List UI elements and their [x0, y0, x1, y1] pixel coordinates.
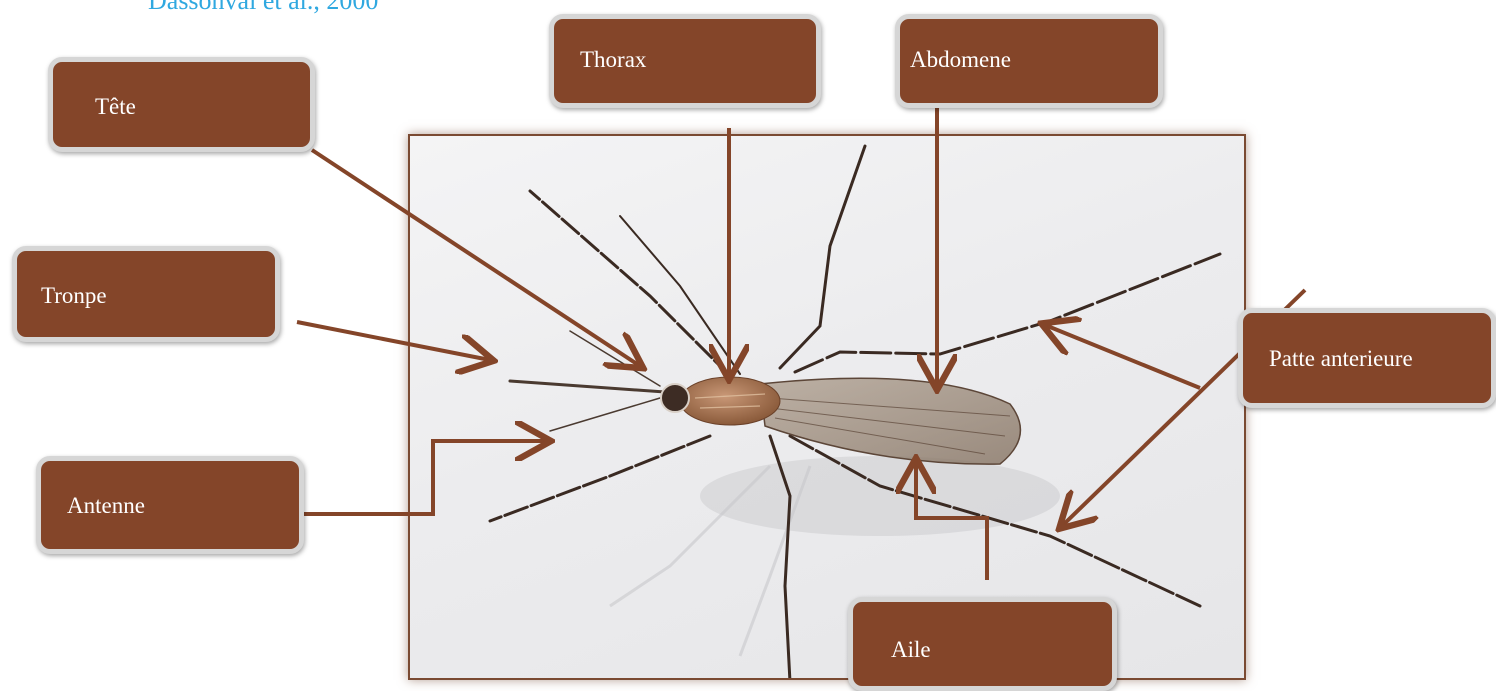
label-patte-anterieure: Patte anterieure [1238, 308, 1496, 408]
label-aile: Aile [848, 597, 1117, 691]
mosquito-photo [408, 134, 1246, 680]
label-antenne-text: Antenne [67, 493, 145, 519]
label-tronpe: Tronpe [12, 246, 280, 342]
wing-shape [760, 378, 1020, 464]
mosquito-illustration [410, 136, 1246, 680]
proboscis-and-antennae [510, 331, 665, 431]
label-thorax-text: Thorax [580, 47, 646, 73]
label-tete-text: Tête [95, 94, 136, 120]
label-patte-text: Patte anterieure [1269, 346, 1413, 372]
thorax-shape [680, 377, 780, 425]
label-tete: Tête [48, 57, 315, 152]
label-tronpe-text: Tronpe [41, 283, 107, 309]
label-antenne: Antenne [36, 456, 304, 554]
label-aile-text: Aile [891, 637, 931, 663]
label-abdomene: Abdomene [895, 14, 1163, 108]
head-shape [661, 384, 689, 412]
label-abdomene-text: Abdomene [910, 47, 1011, 73]
citation-text: Dassonval et al., 2000 [148, 0, 378, 16]
label-thorax: Thorax [549, 14, 821, 108]
